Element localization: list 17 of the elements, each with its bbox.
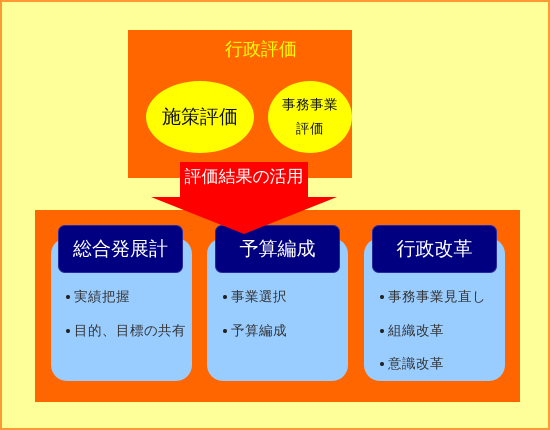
panel — [35, 210, 520, 402]
panel-title: 行政評価 — [225, 38, 297, 62]
card-header: 総合発展計 — [58, 225, 183, 273]
list-text: 組織改革 — [388, 322, 444, 340]
info-card — [207, 225, 348, 381]
list-text: 意識改革 — [388, 355, 444, 374]
info-card — [51, 225, 192, 381]
info-card — [364, 225, 505, 381]
card-header: 行政改革 — [372, 225, 497, 273]
list-text: 実績把握 — [74, 288, 130, 307]
card-header: 予算編成 — [215, 225, 340, 273]
ellipse: 施策評価 — [146, 81, 254, 153]
ellipse: 事務事業評価 — [268, 81, 352, 153]
list-text: 事業選択 — [231, 288, 287, 307]
list-text: 目的、目標の共有 — [74, 322, 186, 340]
list-text: 予算編成 — [231, 322, 287, 340]
list-text: 事務事業見直し — [388, 288, 486, 307]
